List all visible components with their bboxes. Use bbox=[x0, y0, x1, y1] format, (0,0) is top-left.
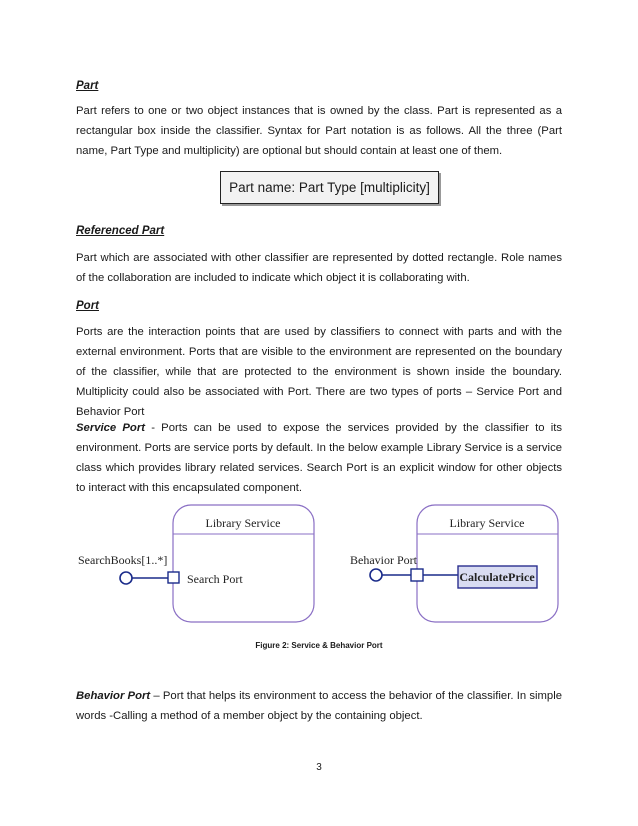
part-paragraph: Part refers to one or two object instanc… bbox=[76, 105, 562, 157]
behavior-port-lead: Behavior Port bbox=[76, 690, 151, 702]
left-interface-label: SearchBooks[1..*] bbox=[78, 553, 167, 567]
port-heading: Port bbox=[76, 300, 99, 312]
port-paragraph: Ports are the interaction points that ar… bbox=[76, 326, 562, 418]
calculate-price-label: CalculatePrice bbox=[459, 570, 535, 584]
service-port-text: - Ports can be used to expose the servic… bbox=[76, 422, 562, 494]
search-port-label: Search Port bbox=[187, 572, 243, 586]
service-port-paragraph: Service Port - Ports can be used to expo… bbox=[76, 418, 562, 498]
part-notation-box: Part name: Part Type [multiplicity] bbox=[220, 171, 439, 204]
figure-caption: Figure 2: Service & Behavior Port bbox=[255, 641, 383, 650]
left-class-name: Library Service bbox=[206, 516, 281, 530]
referenced-part-paragraph: Part which are associated with other cla… bbox=[76, 252, 562, 284]
left-lollipop-interface-icon bbox=[119, 571, 133, 585]
right-class-name: Library Service bbox=[450, 516, 525, 530]
page-number: 3 bbox=[316, 762, 322, 773]
part-heading: Part bbox=[76, 80, 99, 92]
service-port-lead: Service Port bbox=[76, 422, 145, 434]
behavior-port-square bbox=[410, 568, 424, 582]
service-behavior-port-diagram: Library Service SearchBooks[1..*] Search… bbox=[78, 504, 559, 623]
behavior-port-label: Behavior Port bbox=[350, 553, 418, 567]
search-port-square bbox=[167, 571, 180, 584]
calculate-price-part bbox=[457, 565, 538, 589]
behavior-port-text: – Port that helps its environment to acc… bbox=[76, 690, 562, 722]
referenced-part-heading: Referenced Part bbox=[76, 225, 165, 237]
right-lollipop-interface-icon bbox=[369, 568, 383, 582]
behavior-port-paragraph: Behavior Port – Port that helps its envi… bbox=[76, 686, 562, 726]
